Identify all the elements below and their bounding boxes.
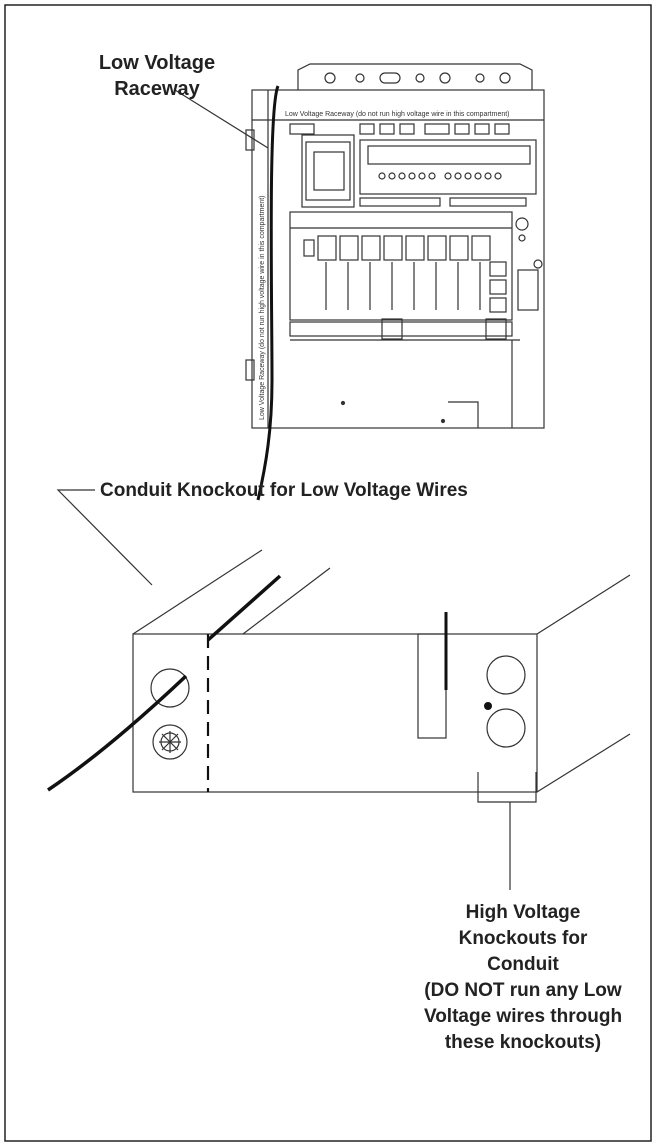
hv-bracket	[477, 772, 537, 803]
breaker-strip	[289, 321, 513, 337]
enclosure	[245, 63, 545, 429]
display-buttons	[378, 172, 502, 180]
conduit-leader	[56, 489, 153, 586]
hv-label-line: High Voltage	[465, 902, 581, 923]
raceway-label: Low Voltage Raceway	[62, 50, 252, 102]
page-border	[4, 4, 652, 1142]
high-voltage-knockouts-label: High Voltage Knockouts for Conduit (DO N…	[398, 900, 648, 1056]
hv-label-line: Voltage wires through	[423, 1006, 623, 1027]
lv-knockout-closed	[152, 724, 188, 760]
junction-box-3d	[132, 549, 631, 890]
raceway-side-text: Low Voltage Raceway (do not run high vol…	[259, 195, 266, 420]
hv-label-line: Knockouts for	[458, 928, 588, 949]
raceway-label-line-2: Raceway	[114, 78, 200, 100]
low-voltage-wire-exit	[47, 674, 188, 792]
mounting-tab	[297, 63, 533, 90]
enclosure-box	[251, 89, 545, 429]
low-voltage-wire-top	[256, 85, 280, 501]
hv-label-line: these knockouts)	[444, 1032, 602, 1053]
hv-label-line: Conduit	[487, 954, 559, 975]
hv-knockout-top	[486, 655, 526, 695]
relay-modules	[317, 235, 491, 310]
raceway-top-text: Low Voltage Raceway (do not run high vol…	[285, 111, 510, 118]
raceway-leader	[174, 89, 269, 149]
hv-label-line: (DO NOT run any Low	[424, 980, 622, 1001]
lv-knockout-open	[150, 668, 190, 708]
conduit-knockout-label: Conduit Knockout for Low Voltage Wires	[100, 480, 468, 501]
transformer	[301, 134, 355, 208]
low-voltage-wire-box	[206, 574, 282, 642]
relay-board	[289, 211, 513, 321]
box-front-face	[132, 633, 538, 793]
hv-knockout-bottom	[486, 708, 526, 748]
display-board	[359, 139, 537, 195]
raceway-label-line-1: Low Voltage	[98, 52, 216, 74]
box-slot	[417, 633, 447, 739]
